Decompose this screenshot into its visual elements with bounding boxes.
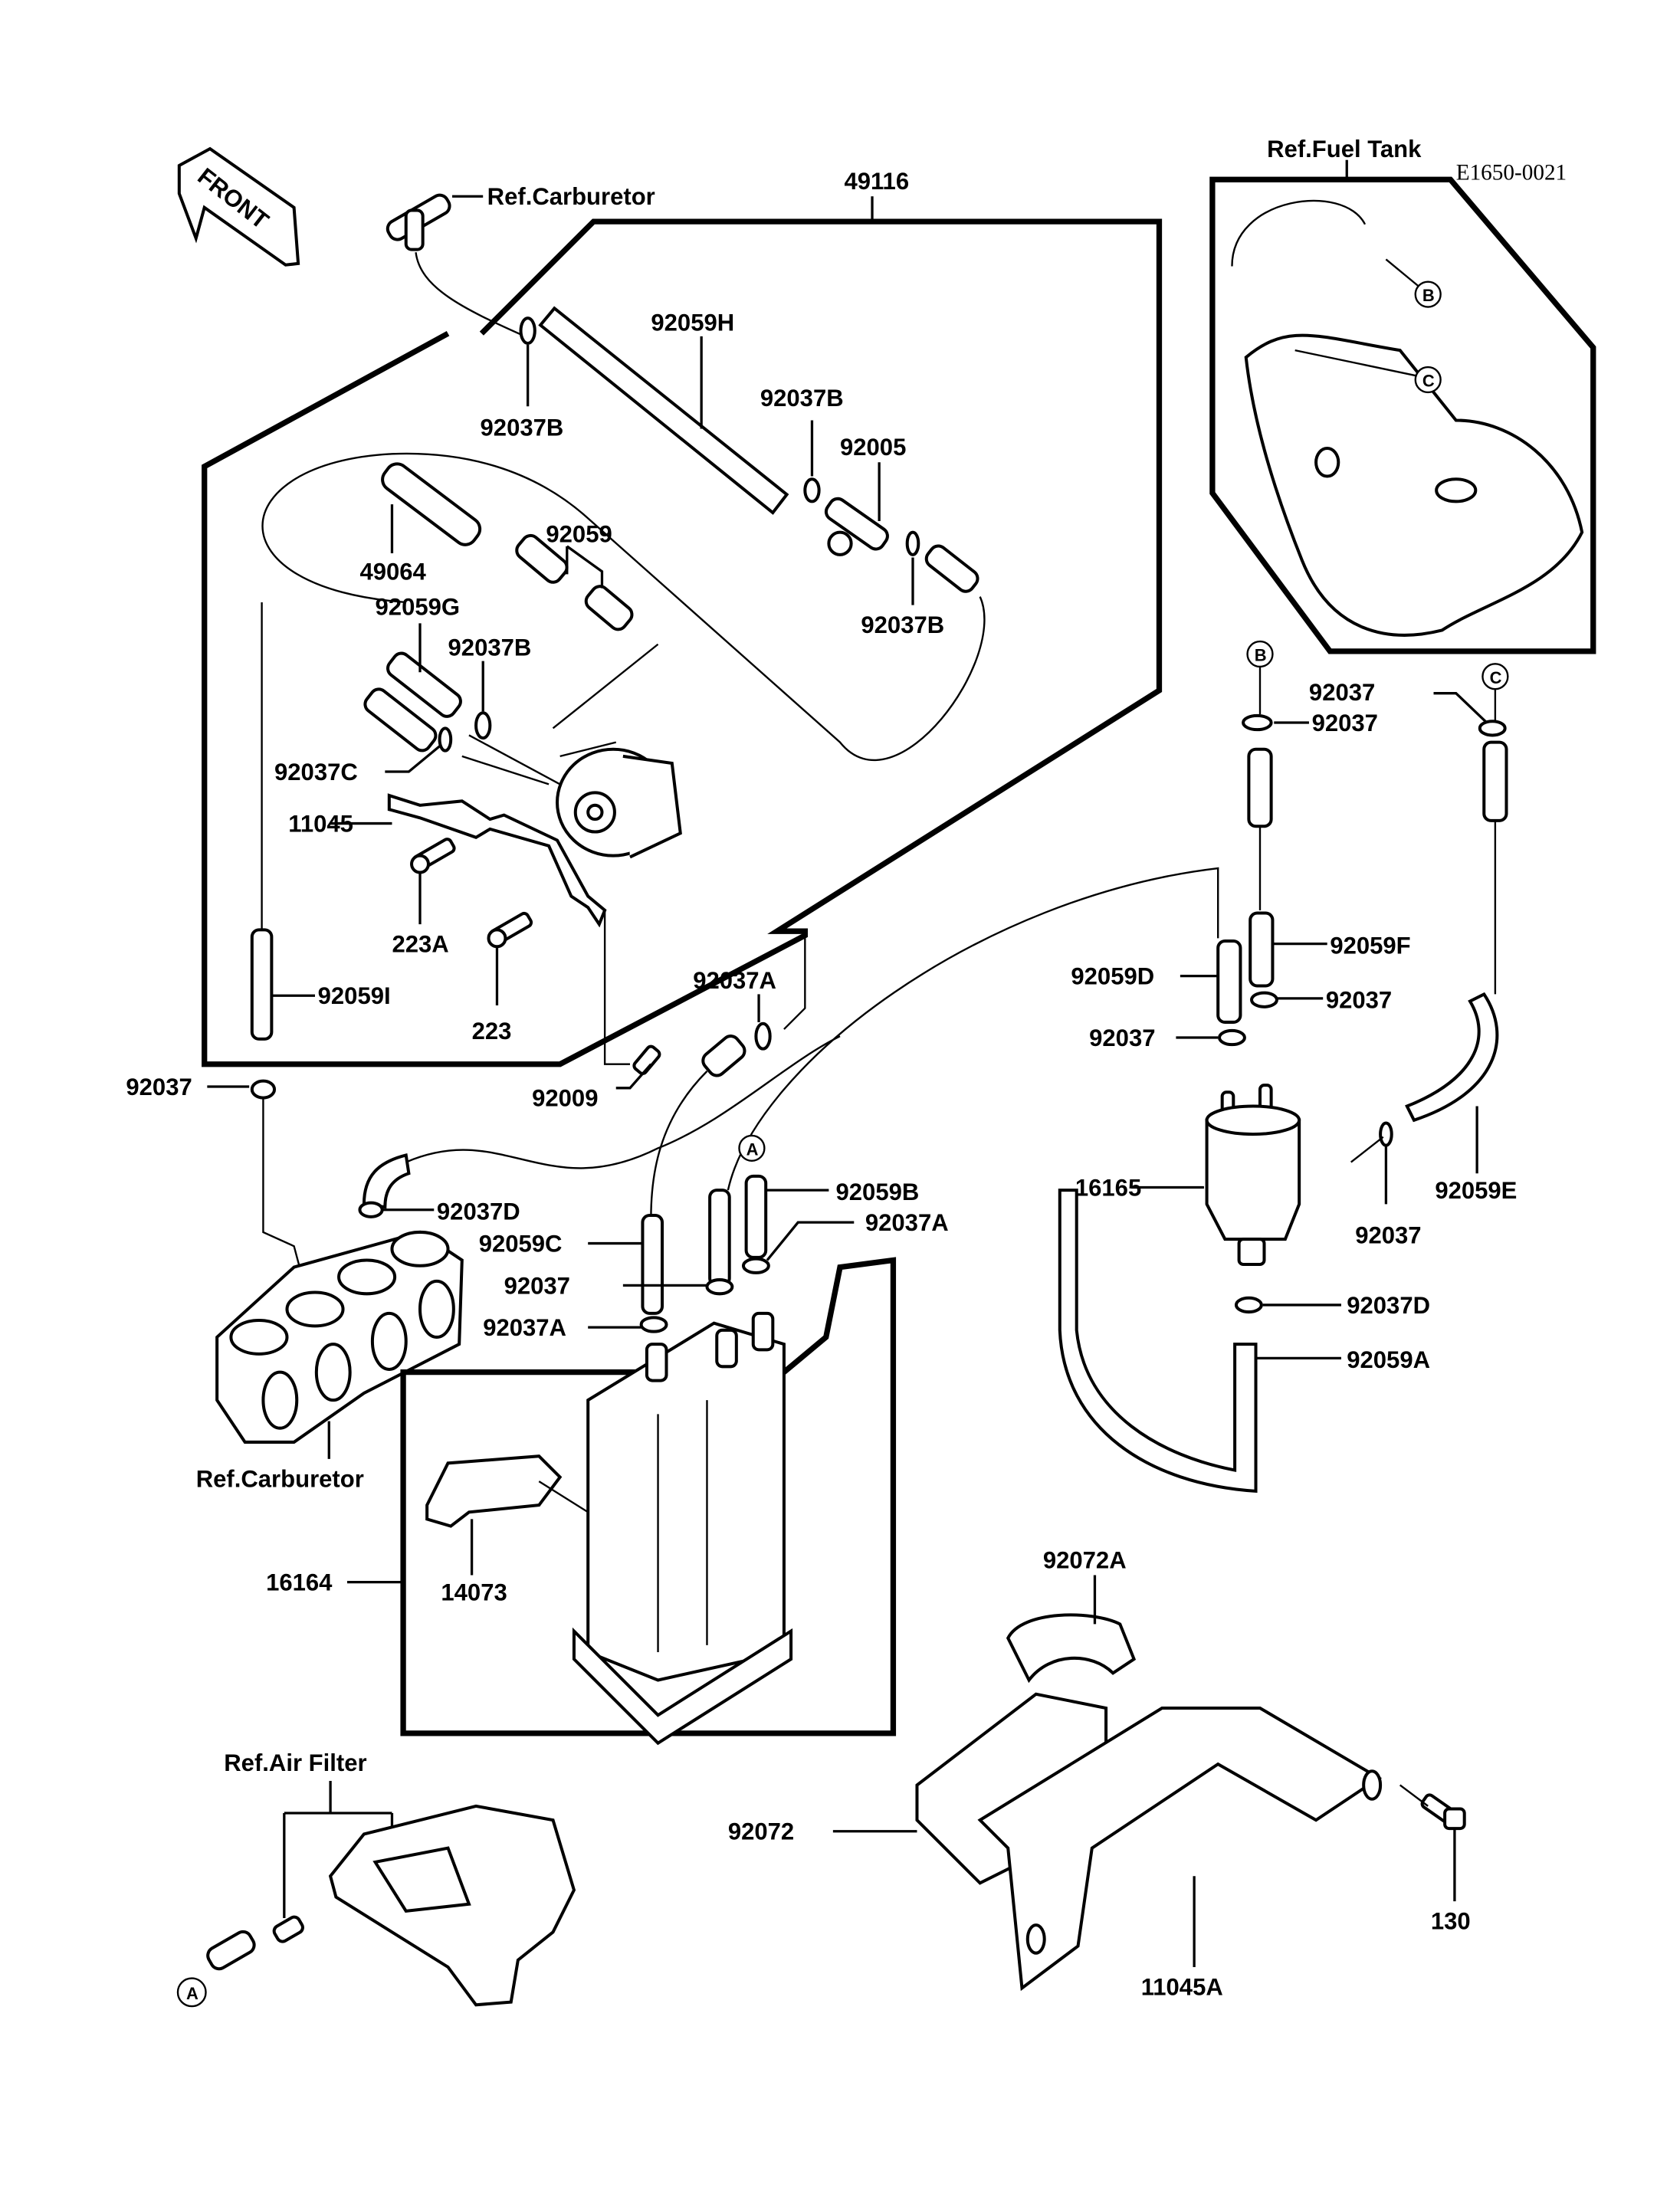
label-92005: 92005 <box>840 434 906 461</box>
t-joint-92005 <box>824 462 889 556</box>
label-92037-b2: 92037 <box>1312 710 1378 736</box>
air-filter-housing <box>328 1804 576 2007</box>
label-92059F: 92059F <box>1330 932 1410 959</box>
carburetor-assembly <box>215 1230 464 1444</box>
label-14073: 14073 <box>441 1579 507 1605</box>
label-92037D-1: 92037D <box>437 1199 520 1225</box>
assembly-frame-49116 <box>202 218 1163 1067</box>
label-92059H: 92059H <box>651 310 734 336</box>
label-92037B-4: 92037B <box>861 612 944 638</box>
label-16165: 16165 <box>1075 1174 1141 1201</box>
label-92059G: 92059G <box>376 593 460 620</box>
connector-c-marker: C <box>1414 366 1442 394</box>
label-92037D-2: 92037D <box>1347 1292 1430 1319</box>
label-92037-mid: 92037 <box>504 1272 570 1299</box>
canister-frame-16164 <box>400 1257 897 1736</box>
connector-b-marker-2: B <box>1246 640 1274 668</box>
label-92037-b1: 92037 <box>1309 679 1375 706</box>
fuel-tank <box>1231 199 1584 637</box>
label-92059: 92059 <box>546 520 612 547</box>
ref-fuel-tank-label: Ref.Fuel Tank <box>1267 136 1422 162</box>
label-11045A: 11045A <box>1141 1973 1223 2000</box>
canister-bracket-assembly <box>915 1613 1383 1992</box>
label-92059E: 92059E <box>1435 1177 1517 1204</box>
fuel-filter-16165 <box>1205 1084 1301 1266</box>
ref-carburetor-bottom-label: Ref.Carburetor <box>196 1465 364 1492</box>
ref-air-filter-label: Ref.Air Filter <box>224 1749 366 1776</box>
diagram-code: E1650-0021 <box>1456 160 1567 185</box>
label-92072: 92072 <box>728 1818 794 1845</box>
fuel-tank-frame <box>1209 176 1596 654</box>
label-92037B-1: 92037B <box>481 415 564 441</box>
ref-carburetor-top-label: Ref.Carburetor <box>487 183 655 210</box>
label-49064: 49064 <box>359 559 426 585</box>
svg-text:B: B <box>1255 646 1267 665</box>
label-92037A-3: 92037A <box>865 1209 949 1236</box>
svg-text:B: B <box>1422 286 1435 305</box>
label-16164: 16164 <box>266 1569 333 1596</box>
label-92037-e: 92037 <box>1355 1222 1421 1249</box>
label-92037-left: 92037 <box>126 1074 192 1100</box>
label-92059D: 92059D <box>1071 963 1154 990</box>
hose-92059H <box>538 306 789 515</box>
label-92037-f2: 92037 <box>1326 987 1392 1014</box>
svg-text:C: C <box>1490 668 1502 687</box>
svg-text:C: C <box>1422 372 1435 391</box>
connector-a-marker: A <box>738 1134 766 1162</box>
label-223A: 223A <box>392 931 448 958</box>
connector-c-marker-2: C <box>1481 663 1509 690</box>
connector-a-marker-2: A <box>176 1977 207 2008</box>
label-92037A-1: 92037A <box>693 967 776 994</box>
label-130: 130 <box>1431 1908 1471 1935</box>
label-92037B-3: 92037B <box>448 634 532 661</box>
label-92059B: 92059B <box>836 1179 920 1205</box>
charcoal-canister <box>572 1311 793 1746</box>
label-92059A: 92059A <box>1347 1346 1430 1373</box>
label-11045: 11045 <box>288 811 353 838</box>
label-92059C: 92059C <box>479 1231 563 1258</box>
label-223: 223 <box>472 1018 512 1044</box>
svg-text:A: A <box>746 1139 759 1159</box>
label-92059I: 92059I <box>318 982 391 1009</box>
carburetor-t-fitting <box>386 193 526 337</box>
label-49116: 49116 <box>844 168 909 195</box>
label-92037A-2: 92037A <box>483 1314 566 1341</box>
vacuum-valve <box>556 747 682 859</box>
connector-b-marker: B <box>1414 280 1442 308</box>
front-arrow-icon: FRONT <box>177 146 300 267</box>
label-92072A: 92072A <box>1043 1546 1127 1573</box>
svg-text:A: A <box>186 1984 199 2003</box>
label-92037-f1: 92037 <box>1089 1025 1155 1051</box>
label-92037C: 92037C <box>274 759 358 785</box>
label-92037B-2: 92037B <box>760 385 844 412</box>
label-92009: 92009 <box>532 1085 598 1112</box>
